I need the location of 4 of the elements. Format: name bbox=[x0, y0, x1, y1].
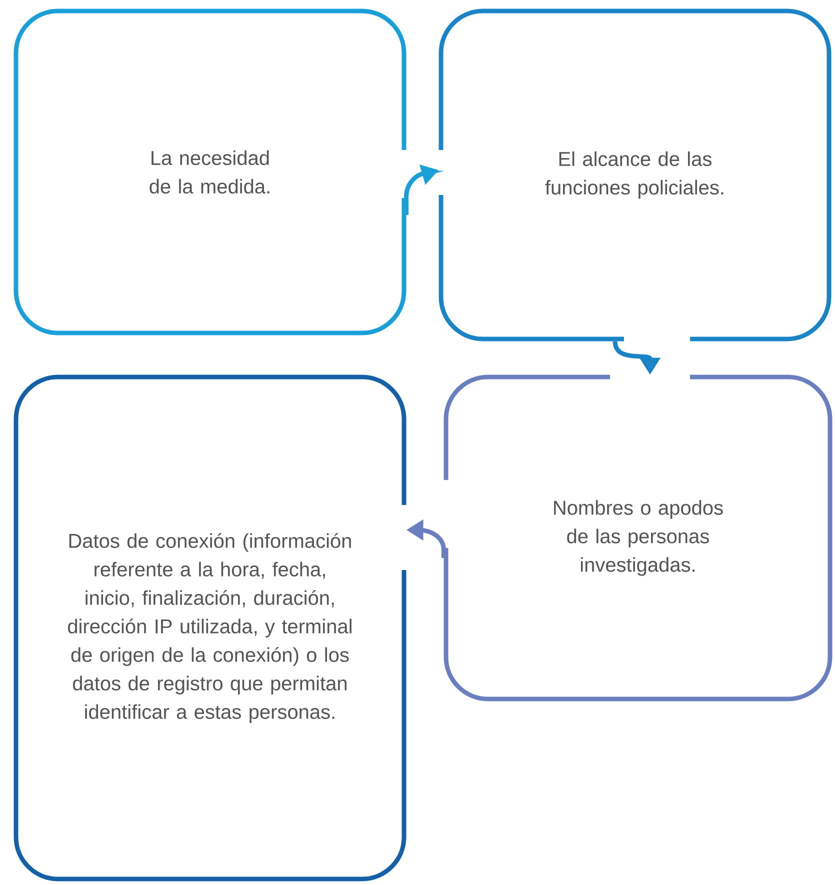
rounded-box: La necesidad de la medida. bbox=[14, 8, 412, 336]
rounded-box: El alcance de las funciones policiales. bbox=[433, 8, 832, 347]
rounded-box: Datos de conexión (información referente a la hora, fecha, inicio, finalización, duración, dirección IP utilizada, y terminal de origen de la conexión) o los datos de registro que permitan identificar a estas personas. bbox=[14, 374, 411, 882]
rounded-box: Nombres o apodos de las personas investigadas. bbox=[439, 368, 832, 702]
